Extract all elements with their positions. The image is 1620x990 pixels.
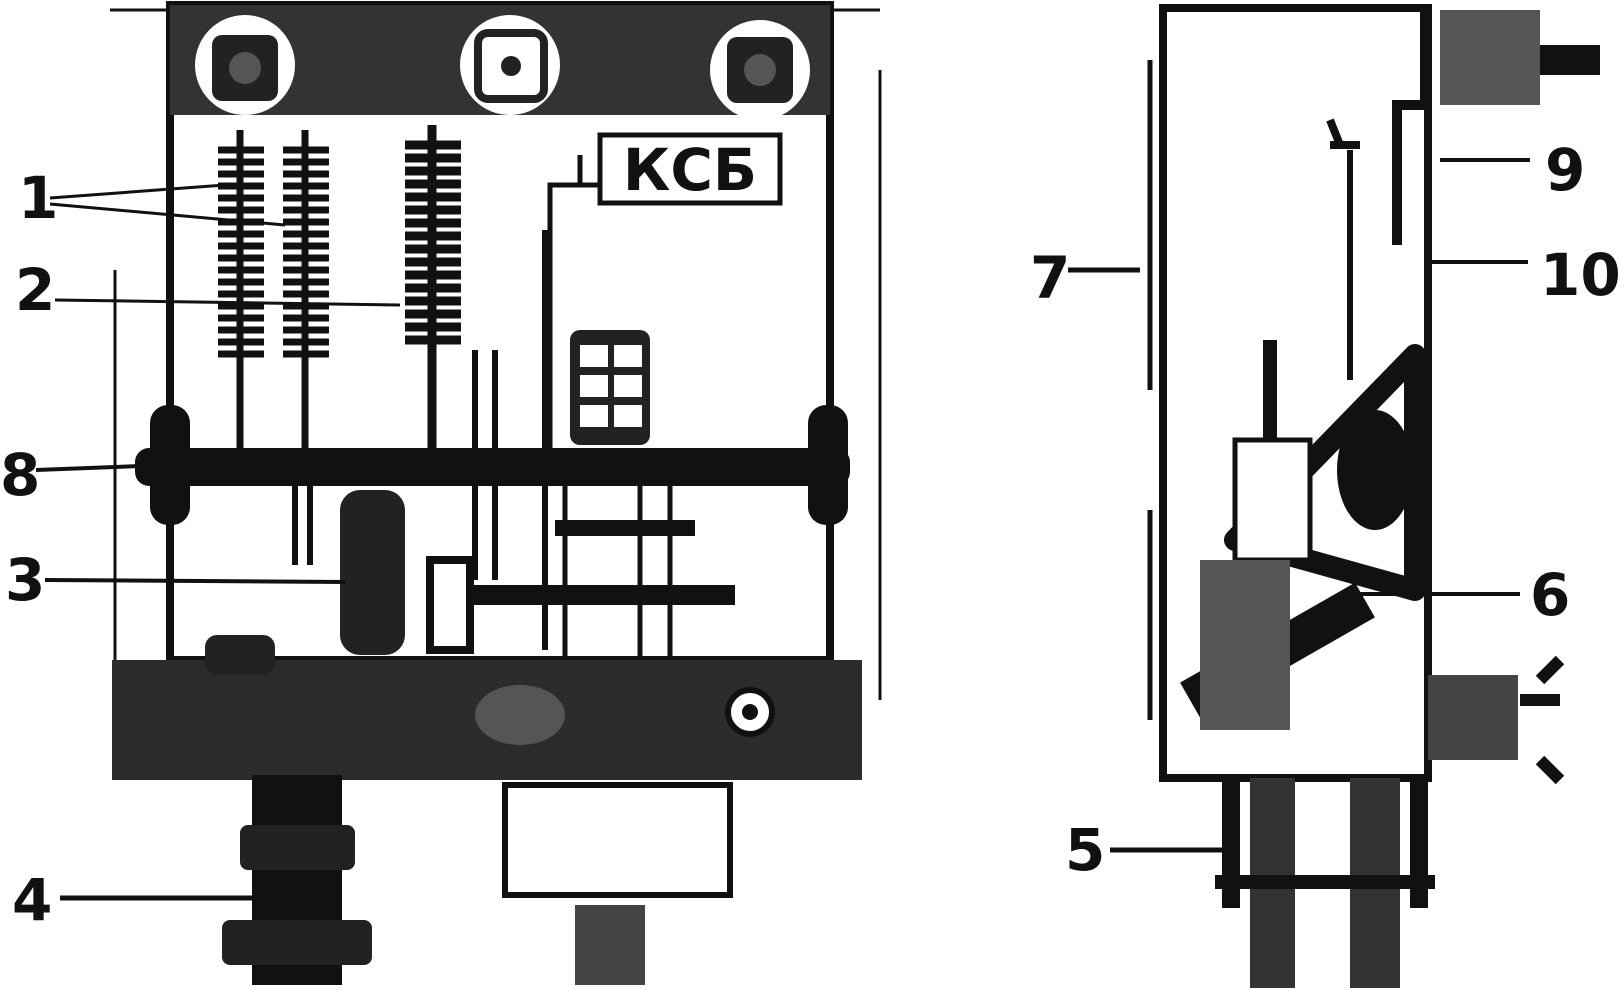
callout-4: 4 <box>12 866 52 934</box>
spring-left <box>218 130 264 470</box>
callout-7: 7 <box>1030 244 1070 312</box>
mounting-bolt-left <box>195 15 295 115</box>
front-view: КСБ <box>110 1 882 985</box>
callout-8: 8 <box>0 441 40 509</box>
horizontal-beam <box>135 448 850 486</box>
callout-2: 2 <box>15 256 55 324</box>
callout-6: 6 <box>1530 561 1570 629</box>
callout-3: 3 <box>5 546 45 614</box>
bellows <box>340 490 405 655</box>
terminal-block <box>570 330 650 445</box>
callouts: 1 2 8 3 4 7 9 10 6 5 <box>0 136 1620 934</box>
callout-9: 9 <box>1545 136 1585 204</box>
spring-right <box>405 125 461 470</box>
mounting-bolt-right <box>710 20 810 120</box>
ksb-label: КСБ <box>623 136 757 204</box>
side-view <box>1147 4 1600 988</box>
pressure-fitting <box>222 775 372 985</box>
ksb-label-box <box>597 132 783 206</box>
mounting-bolt-center <box>460 15 560 115</box>
side-housing <box>1159 4 1432 782</box>
mounting-legs <box>1215 778 1435 988</box>
callout-5: 5 <box>1065 816 1105 884</box>
callout-10: 10 <box>1540 241 1620 309</box>
spring-middle <box>283 130 329 470</box>
lower-terminal-box <box>502 782 733 898</box>
